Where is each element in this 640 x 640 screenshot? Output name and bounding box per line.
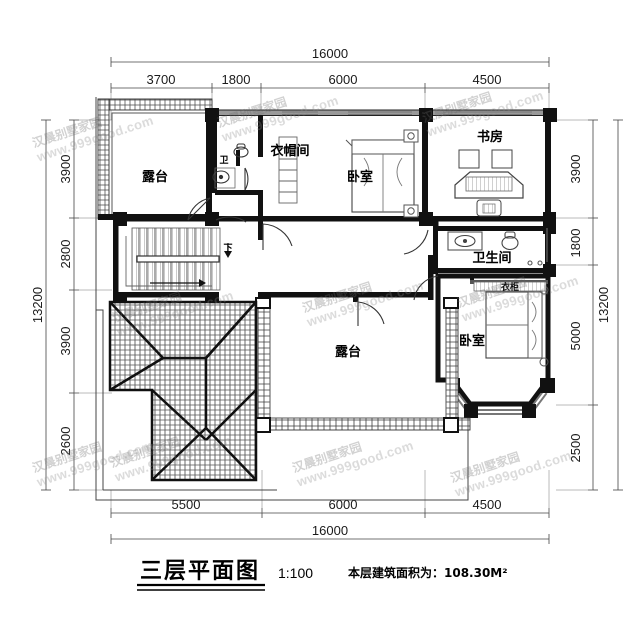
dim-left-seg-1: 2800	[58, 240, 73, 269]
dim-left-seg-2: 3900	[58, 327, 73, 356]
dim-right-total: 13200	[596, 287, 611, 323]
dim-top-seg-3: 4500	[473, 72, 502, 87]
room-label-bathroom: 卫生间	[472, 250, 511, 266]
dim-top-seg-2: 6000	[329, 72, 358, 87]
roof-plan	[108, 300, 258, 482]
room-label-terrace-upper-left: 露台	[142, 169, 168, 185]
dimension-chain-bottom	[110, 470, 550, 544]
walls-mid	[258, 255, 434, 302]
dim-top-seg-0: 3700	[147, 72, 176, 87]
dim-left-total: 13200	[30, 287, 45, 323]
terrace-center-area	[255, 297, 471, 433]
dim-left-seg-3: 2600	[58, 427, 73, 456]
room-label-bedroom-right: 卧室	[459, 333, 485, 349]
bedroom-right-furniture	[473, 281, 549, 367]
terrace-upper-left-area	[97, 98, 213, 220]
dim-bottom-total: 16000	[312, 523, 348, 538]
room-label-terrace-center: 露台	[335, 344, 361, 360]
study-furniture	[454, 149, 524, 217]
room-label-walk-in-closet: 衣帽间	[270, 143, 309, 159]
bathroom-fixtures	[447, 231, 543, 266]
bedroom-right-closet-note: 衣柜	[501, 281, 519, 293]
dim-right-seg-0: 3900	[568, 155, 583, 184]
door-swings	[187, 197, 439, 326]
dim-bottom-seg-1: 6000	[329, 497, 358, 512]
room-label-bedroom-main: 卧室	[347, 169, 373, 185]
dim-top-seg-1: 1800	[222, 72, 251, 87]
dim-top-total: 16000	[312, 46, 348, 61]
dimension-chain-left	[41, 119, 112, 491]
room-label-small-bath: 卫	[219, 155, 228, 166]
closet-shelving	[278, 136, 298, 204]
dim-right-seg-2: 5000	[568, 322, 583, 351]
dim-bottom-seg-2: 4500	[473, 497, 502, 512]
slab-outlines	[95, 97, 469, 501]
drawing-title: 三层平面图	[140, 559, 260, 584]
staircase	[125, 227, 232, 291]
small-bath-fixtures	[212, 143, 249, 189]
floor-area-note: 本层建筑面积为：108.30M²	[348, 565, 508, 580]
dimension-chain-right	[556, 119, 623, 491]
dim-bottom-seg-0: 5500	[172, 497, 201, 512]
room-label-study: 书房	[477, 129, 503, 145]
dim-right-seg-1: 1800	[568, 229, 583, 258]
stair-direction-label: 下	[223, 243, 232, 254]
dim-right-seg-3: 2500	[568, 434, 583, 463]
bedroom-main-furniture	[345, 129, 419, 218]
windows	[282, 111, 548, 262]
dim-left-seg-0: 3900	[58, 155, 73, 184]
drawing-scale: 1:100	[278, 565, 313, 581]
